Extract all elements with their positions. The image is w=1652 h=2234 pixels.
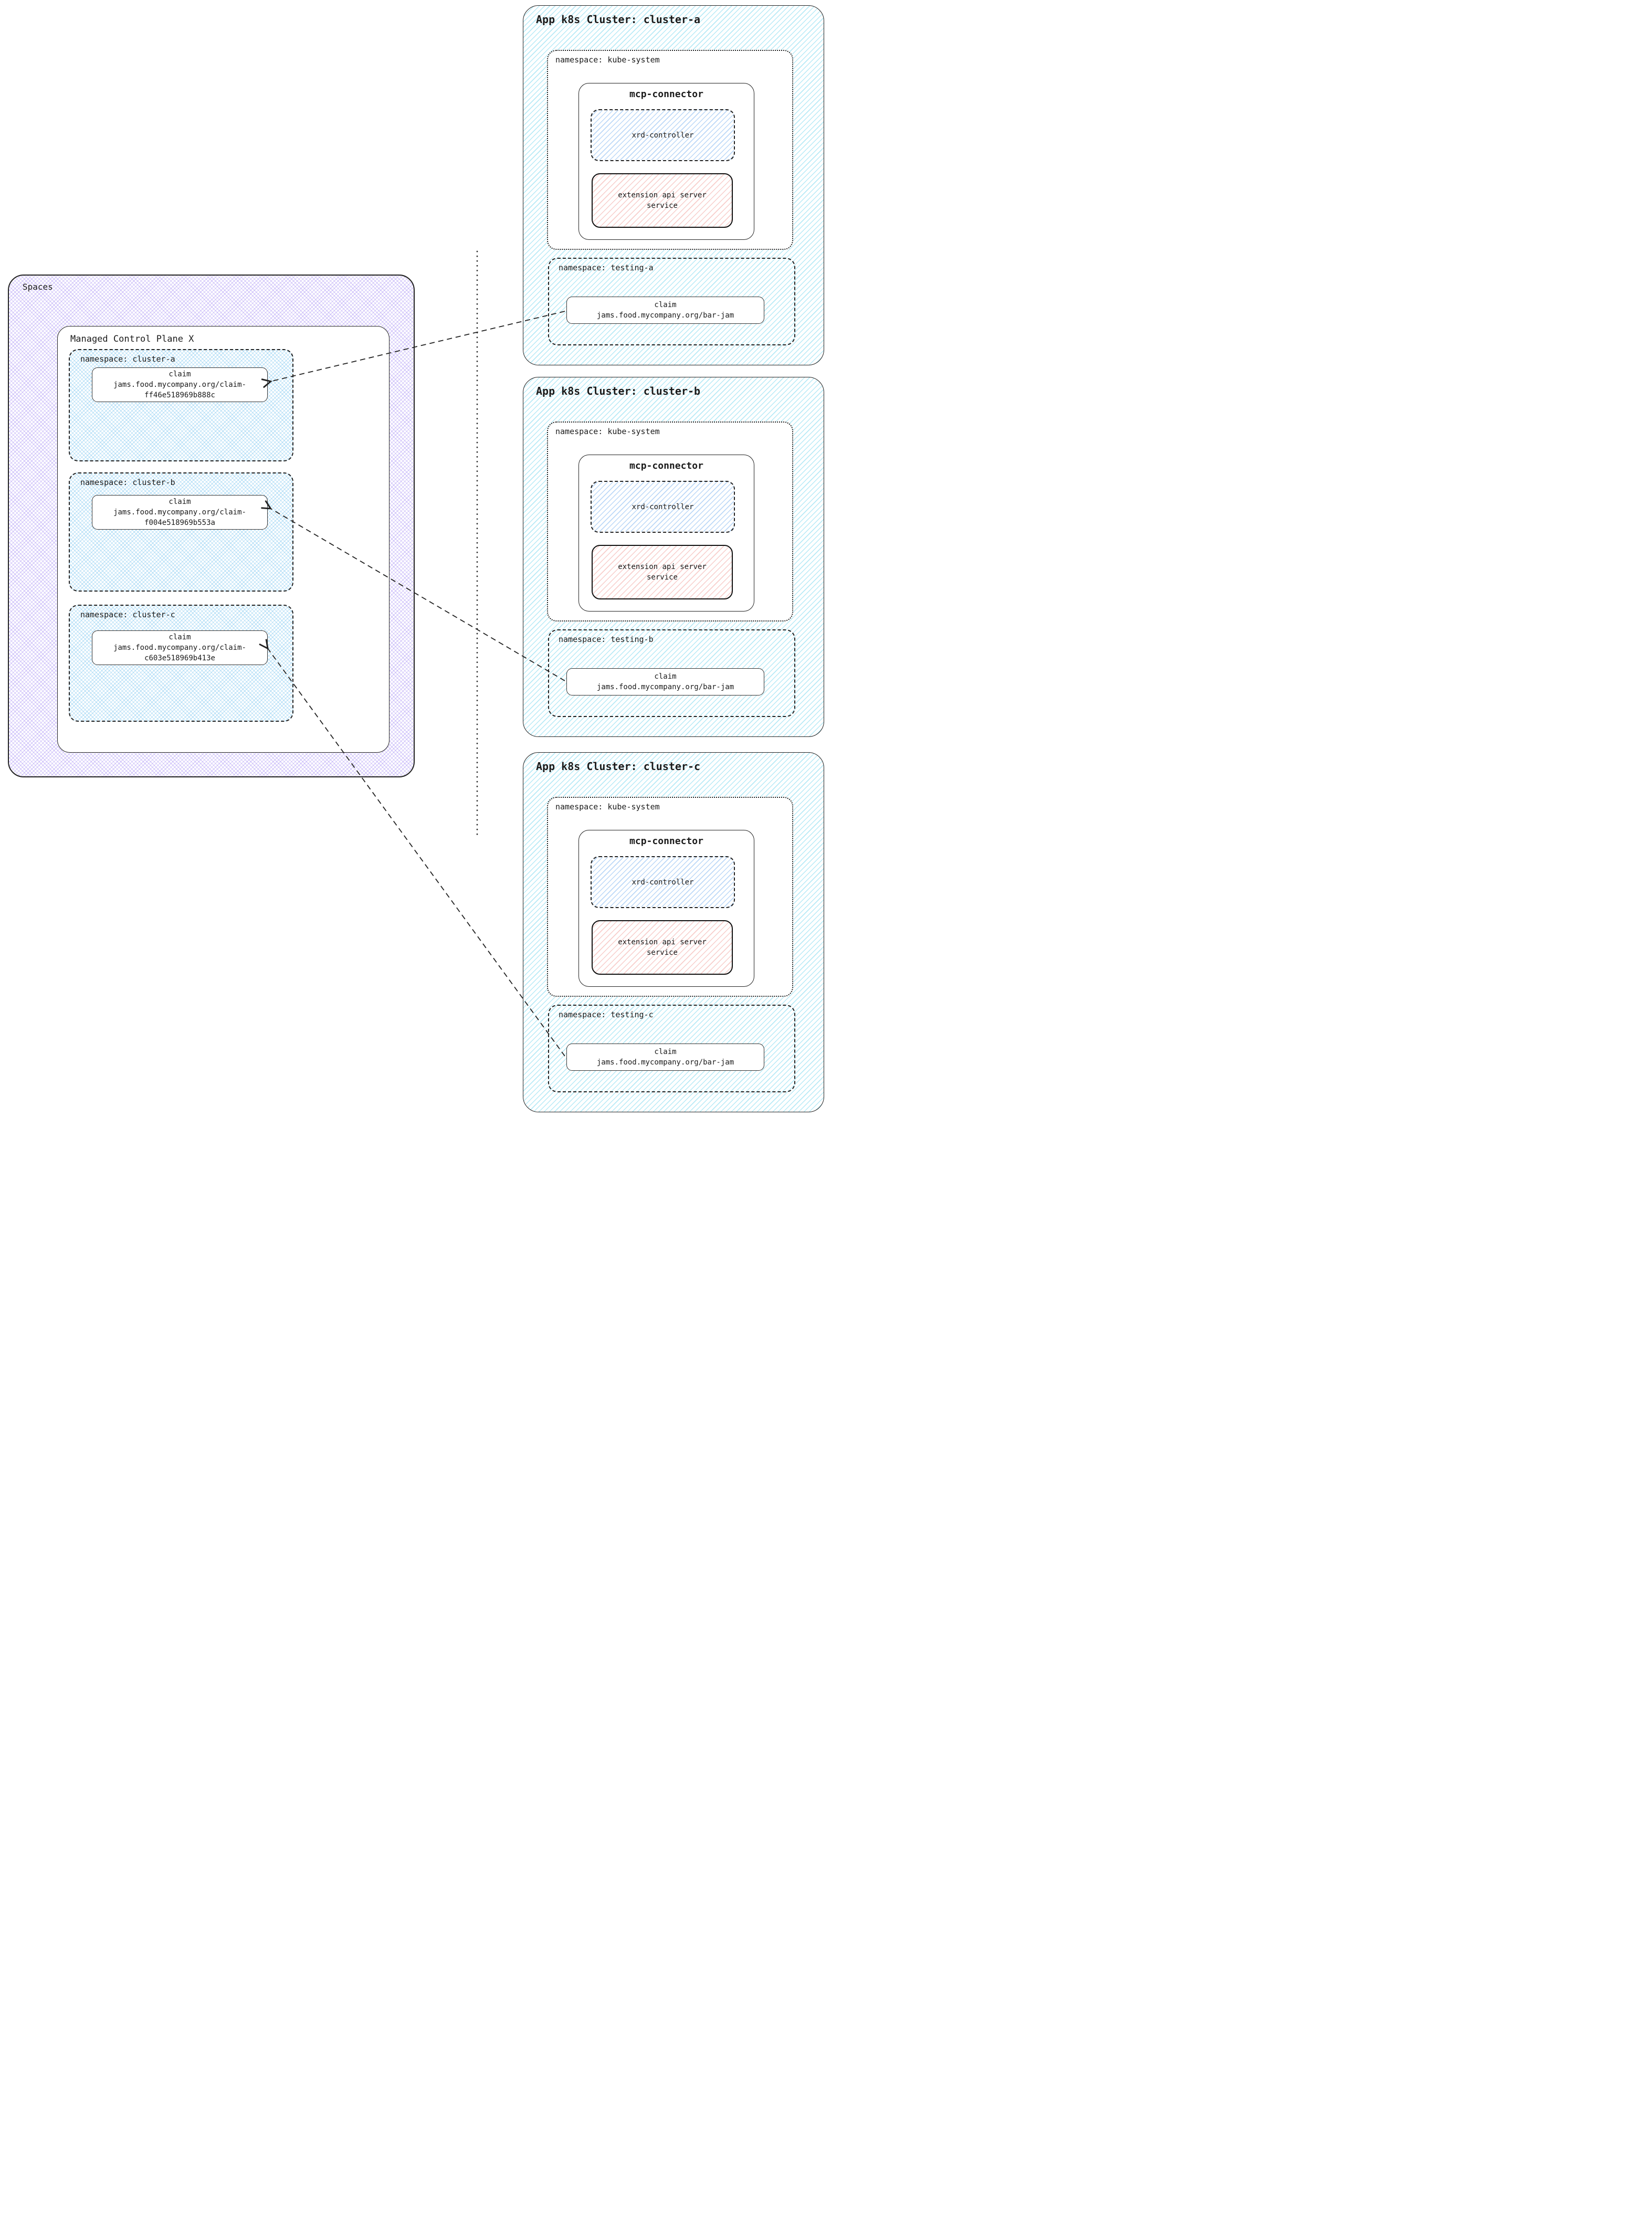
app-cluster-a-title: App k8s Cluster: cluster-a [536,13,701,26]
claim-name: jams.food.mycompany.org/bar-jam [596,311,734,320]
kube-system-box: namespace: kube-system mcp-connector xrd… [547,797,793,997]
xrd-controller-box: xrd-controller [591,109,735,161]
claim-name: jams.food.mycompany.org/bar-jam [596,683,734,691]
mcp-connector-box: mcp-connector xrd-controller extension a… [578,83,754,240]
namespace-cluster-b-box: namespace: cluster-b claim jams.food.myc… [69,472,293,592]
extension-api-server-box: extension api server service [592,545,733,599]
testing-a-label: namespace: testing-a [559,263,654,272]
kube-system-box: namespace: kube-system mcp-connector xrd… [547,421,793,621]
claim-name: jams.food.mycompany.org/claim- c603e5189… [113,644,246,662]
claim-kind: claim [654,1048,677,1056]
mcp-connector-title: mcp-connector [629,836,703,847]
kube-system-label: namespace: kube-system [555,427,660,436]
claim-kind: claim [654,301,677,309]
claim-name: jams.food.mycompany.org/claim- ff46e5189… [113,381,246,399]
claim-kind: claim [169,498,191,506]
mcp-connector-box: mcp-connector xrd-controller extension a… [578,830,754,987]
testing-a-box: namespace: testing-a claim jams.food.myc… [548,258,795,345]
namespace-cluster-a-label: namespace: cluster-a [80,354,175,364]
app-cluster-c: App k8s Cluster: cluster-c namespace: ku… [523,752,824,1112]
claim-name: jams.food.mycompany.org/bar-jam [596,1058,734,1067]
claim-box-testing-c: claim jams.food.mycompany.org/bar-jam [566,1044,764,1071]
claim-box-cluster-a: claim jams.food.mycompany.org/claim- ff4… [92,367,268,402]
app-cluster-a: App k8s Cluster: cluster-a namespace: ku… [523,5,824,365]
mcp-connector-title: mcp-connector [629,89,703,100]
extension-api-server-box: extension api server service [592,920,733,975]
mcp-connector-box: mcp-connector xrd-controller extension a… [578,455,754,612]
kube-system-label: namespace: kube-system [555,802,660,812]
kube-system-label: namespace: kube-system [555,55,660,65]
namespace-cluster-c-box: namespace: cluster-c claim jams.food.myc… [69,605,293,722]
xrd-controller-box: xrd-controller [591,481,735,533]
claim-box-testing-b: claim jams.food.mycompany.org/bar-jam [566,668,764,696]
claim-kind: claim [169,370,191,378]
claim-box-cluster-b: claim jams.food.mycompany.org/claim- f00… [92,495,268,530]
claim-name: jams.food.mycompany.org/claim- f004e5189… [113,508,246,527]
xrd-controller-box: xrd-controller [591,856,735,908]
kube-system-box: namespace: kube-system mcp-connector xrd… [547,50,793,250]
namespace-cluster-b-label: namespace: cluster-b [80,478,175,487]
claim-kind: claim [169,633,191,641]
managed-control-plane-box: Managed Control Plane X namespace: clust… [57,326,390,753]
mcp-connector-title: mcp-connector [629,460,703,471]
claim-kind: claim [654,672,677,681]
namespace-cluster-a-box: namespace: cluster-a claim jams.food.myc… [69,349,293,461]
app-cluster-b: App k8s Cluster: cluster-b namespace: ku… [523,377,824,737]
extension-api-server-box: extension api server service [592,173,733,228]
testing-b-label: namespace: testing-b [559,635,654,644]
claim-box-testing-a: claim jams.food.mycompany.org/bar-jam [566,297,764,324]
architecture-diagram: Spaces Managed Control Plane X namespace… [0,0,826,1117]
testing-c-box: namespace: testing-c claim jams.food.myc… [548,1005,795,1092]
testing-b-box: namespace: testing-b claim jams.food.myc… [548,629,795,717]
claim-box-cluster-c: claim jams.food.mycompany.org/claim- c60… [92,630,268,665]
app-cluster-b-title: App k8s Cluster: cluster-b [536,385,701,397]
testing-c-label: namespace: testing-c [559,1010,654,1019]
spaces-container: Spaces Managed Control Plane X namespace… [8,275,415,777]
spaces-label: Spaces [23,282,53,292]
app-cluster-c-title: App k8s Cluster: cluster-c [536,760,701,773]
namespace-cluster-c-label: namespace: cluster-c [80,610,175,619]
managed-control-plane-title: Managed Control Plane X [70,334,194,344]
